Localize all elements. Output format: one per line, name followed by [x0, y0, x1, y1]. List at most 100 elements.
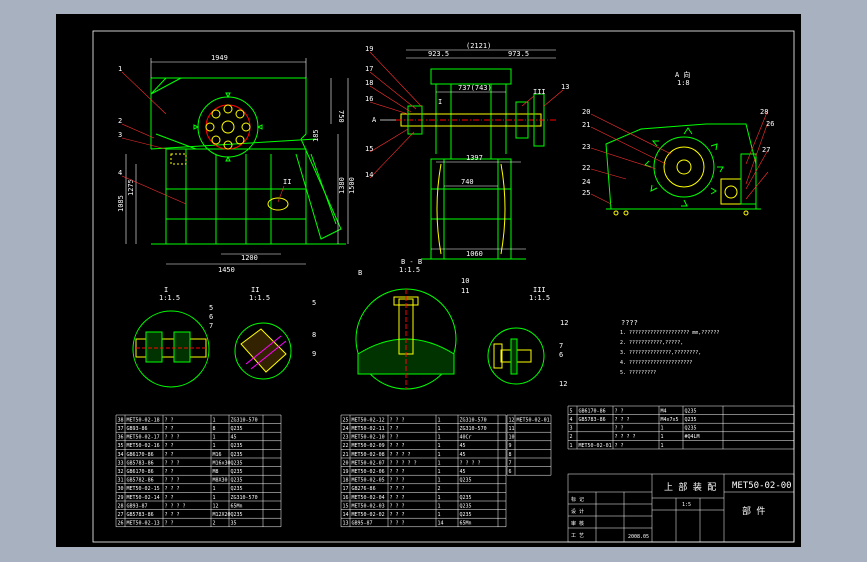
- bom-cell: GB6170-86: [127, 452, 154, 458]
- bom-cell: ZG310-570: [231, 417, 258, 423]
- callout-II-front: II: [283, 178, 291, 186]
- callout-2: 2: [118, 117, 122, 125]
- bom-cell: 24: [343, 426, 349, 432]
- detail-I-scale: 1:1.5: [159, 294, 180, 302]
- bom-cell: 1: [438, 443, 441, 449]
- bom-cell: 11: [509, 426, 515, 432]
- cad-drawing-canvas[interactable]: 1949 1450 1200 750 1275 1085 1380 1500 1…: [56, 14, 801, 547]
- detail-III-callout-12: 12: [560, 319, 568, 327]
- bom-cell: ? ? ?: [390, 521, 405, 527]
- bom-cell: Q235: [231, 478, 243, 484]
- drawing-frame: [92, 30, 795, 543]
- bom-cell: GB93-87: [127, 503, 148, 509]
- bom-cell: MET50-02-12: [352, 417, 385, 423]
- detail-III-callout-12b: 12: [559, 380, 567, 388]
- bom-cell: 3: [570, 426, 573, 432]
- title-block-row-1: 标 记: [571, 496, 584, 503]
- bom-cell: ? ?: [615, 426, 624, 432]
- bom-cell: MET50-02-06: [352, 469, 385, 475]
- bom-cell: MET50-02-02: [352, 512, 385, 518]
- bom-cell: 1: [438, 512, 441, 518]
- bom-cell: ? ?: [390, 426, 399, 432]
- bom-cell: ? ? ?: [390, 443, 405, 449]
- front-view: [150, 77, 346, 245]
- dim-front-width-top: 1949: [211, 54, 228, 62]
- bom-cell: GB95-87: [352, 521, 373, 527]
- bom-cell: ? ?: [390, 435, 399, 441]
- front-callout-leaders: [121, 71, 285, 205]
- bom-cell: 12: [213, 503, 219, 509]
- note-line-5: 5. ?????????: [620, 370, 656, 376]
- callout-13: 13: [561, 83, 569, 91]
- bom-cell: 34: [118, 452, 124, 458]
- bom-cell: 1: [438, 452, 441, 458]
- dim-side-base: 1060: [466, 250, 483, 258]
- view-a-scale: 1:8: [677, 79, 690, 87]
- bom-cell: ? ? ?: [390, 469, 405, 475]
- bom-cell: 65Mn: [231, 503, 243, 509]
- notes-heading: ????: [621, 319, 638, 327]
- dim-side-span: 1397: [466, 154, 483, 162]
- side-callout-leaders: [369, 51, 564, 179]
- bom-cell: 30: [118, 486, 124, 492]
- callout-I-side: I: [438, 98, 442, 106]
- bom-cell: ? ?: [615, 443, 624, 449]
- bom-cell: Q235: [685, 417, 697, 423]
- detail-I-title: I: [164, 286, 168, 294]
- bom-cell: ? ?: [165, 521, 174, 527]
- bom-cell: M4: [661, 408, 667, 414]
- bom-cell: 1: [438, 417, 441, 423]
- dim-front-h-left: 1275: [127, 179, 135, 196]
- detail-II-title: II: [251, 286, 259, 294]
- bom-table: [115, 405, 795, 528]
- bom-cell: 17: [343, 486, 349, 492]
- bom-cell: ? ? ?: [390, 495, 405, 501]
- bom-cell: MET50-02-10: [352, 435, 385, 441]
- bom-cell: ? ? ?: [390, 512, 405, 518]
- note-line-1: 1. ???????????????????? mm,??????: [620, 330, 719, 336]
- bom-cell: 1: [570, 443, 573, 449]
- bom-cell: ZG310-570: [231, 495, 258, 501]
- bom-cell: #Q4LM: [685, 434, 700, 440]
- callout-26: 26: [766, 120, 774, 128]
- bom-cell: 36: [118, 435, 124, 441]
- dim-side-overall: (2121): [466, 42, 491, 50]
- title-block-row-4: 工 艺: [571, 533, 584, 539]
- bom-cell: ? ? ? ?: [460, 460, 481, 466]
- bom-cell: 45: [460, 469, 466, 475]
- detail-III-callout-6: 6: [559, 351, 563, 359]
- bom-cell: 2: [570, 434, 573, 440]
- detail-II-callout-8: 8: [312, 331, 316, 339]
- bom-cell: ? ? ?: [165, 478, 180, 484]
- bom-cell: Q235: [460, 495, 472, 501]
- bom-cell: M12X20: [213, 512, 231, 518]
- dim-front-height-right: 750: [337, 110, 345, 123]
- callout-19: 19: [365, 45, 373, 53]
- bom-cell: Q235: [460, 512, 472, 518]
- callout-1: 1: [118, 65, 122, 73]
- bom-cell: ? ?: [165, 469, 174, 475]
- bom-cell: ? ?: [165, 495, 174, 501]
- bom-cell: M8: [213, 469, 219, 475]
- callout-4: 4: [118, 169, 122, 177]
- title-block-date: 2008.05: [628, 534, 649, 540]
- bom-cell: MET50-02-08: [352, 452, 385, 458]
- callout-III-side: III: [533, 88, 546, 96]
- bom-cell: 9: [509, 443, 512, 449]
- bom-cell: MET50-02-09: [352, 443, 385, 449]
- bom-cell: 1: [438, 478, 441, 484]
- bom-cell: 7: [509, 460, 512, 466]
- bom-cell: 20: [343, 460, 349, 466]
- bom-cell: MET50-02-01: [579, 443, 612, 449]
- bom-cell: Q235: [231, 452, 243, 458]
- bom-cell: MET50-02-14: [127, 495, 160, 501]
- detail-I: [132, 310, 210, 388]
- section-bb-callout-11: 11: [461, 287, 469, 295]
- bom-cell: Q235: [685, 408, 697, 414]
- section-bb-scale: 1:1.5: [399, 266, 420, 274]
- callout-16: 16: [365, 95, 373, 103]
- detail-III-callout-7: 7: [559, 342, 563, 350]
- bom-cell: 4: [570, 417, 573, 423]
- dim-side-right: 973.5: [508, 50, 529, 58]
